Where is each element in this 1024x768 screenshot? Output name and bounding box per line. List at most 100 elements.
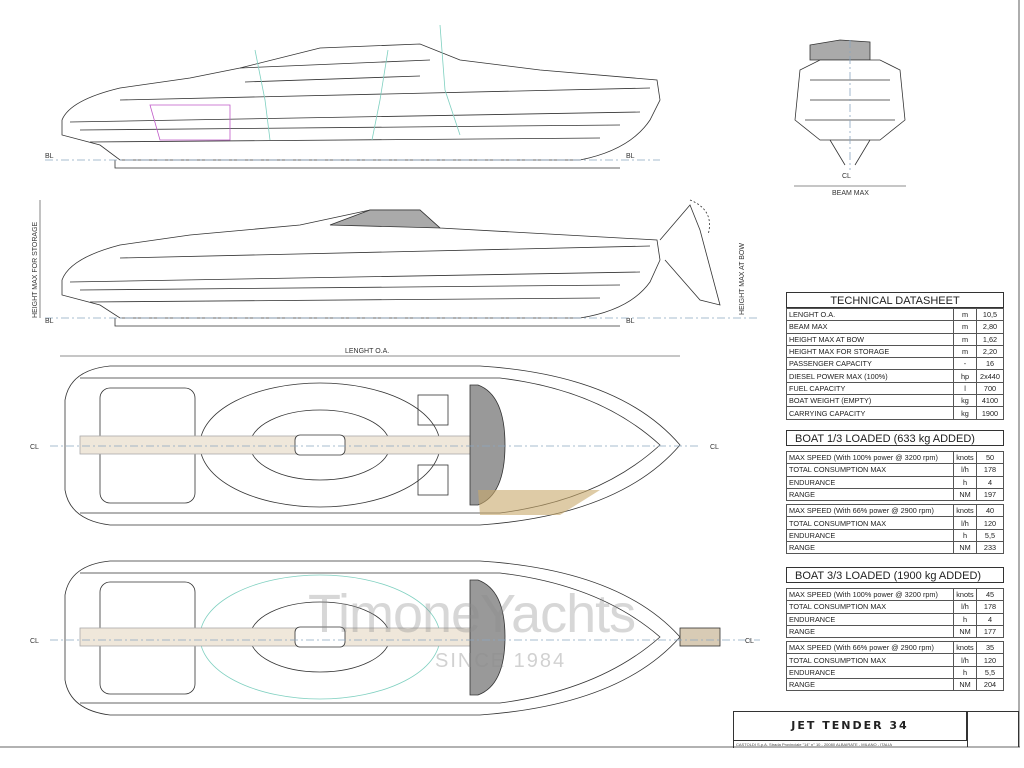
cl-label: CL xyxy=(30,638,39,645)
bl-label: BL xyxy=(45,153,54,160)
row-unit: m xyxy=(953,332,977,346)
row-value: 45 xyxy=(976,587,1004,602)
row-unit: knots xyxy=(953,450,977,465)
row-value: 50 xyxy=(976,450,1004,465)
row-value: 1,62 xyxy=(976,332,1004,346)
row-unit: l/h xyxy=(953,463,977,477)
row-unit: kg xyxy=(953,406,977,420)
length-oa-label: LENGHT O.A. xyxy=(345,348,389,355)
row-unit: kg xyxy=(953,394,977,408)
title-block: JET TENDER 34 xyxy=(733,711,967,741)
row-value: 16 xyxy=(976,357,1004,371)
height-bow-label: HEIGHT MAX AT BOW xyxy=(739,243,746,315)
row-unit: l/h xyxy=(953,516,977,530)
boat-3-3-section: BOAT 3/3 LOADED (1900 kg ADDED) MAX SPEE… xyxy=(786,567,1004,692)
row-label: TOTAL CONSUMPTION MAX xyxy=(786,600,954,614)
row-label: MAX SPEED (With 66% power @ 2900 rpm) xyxy=(786,641,954,655)
title-block-side-cell xyxy=(967,711,1019,747)
row-unit: NM xyxy=(953,541,977,555)
row-unit: l xyxy=(953,381,977,396)
row-unit: h xyxy=(953,665,977,680)
plan-view-2 xyxy=(64,560,721,716)
row-value: 2,80 xyxy=(976,320,1004,334)
cl-label: CL xyxy=(745,638,754,645)
row-unit: knots xyxy=(953,587,977,602)
boat-3-3-reduced-power-table: MAX SPEED (With 66% power @ 2900 rpm)kno… xyxy=(786,641,1004,692)
watermark-since: SINCE 1984 xyxy=(435,650,567,672)
row-value: 5,5 xyxy=(976,528,1004,543)
row-value: 204 xyxy=(976,678,1004,692)
table-row: PASSENGER CAPACITY-16 xyxy=(786,357,1004,371)
row-unit: h xyxy=(953,475,977,489)
row-value: 120 xyxy=(976,653,1004,667)
row-value: 178 xyxy=(976,600,1004,614)
row-label: MAX SPEED (With 100% power @ 3200 rpm) xyxy=(786,450,954,465)
row-value: 2,20 xyxy=(976,344,1004,359)
cl-label: CL xyxy=(842,173,851,180)
row-label: RANGE xyxy=(786,624,954,639)
row-unit: NM xyxy=(953,624,977,639)
height-storage-label: HEIGHT MAX FOR STORAGE xyxy=(32,221,39,318)
row-value: 700 xyxy=(976,381,1004,396)
row-label: LENGHT O.A. xyxy=(786,307,954,322)
drawing-title: JET TENDER 34 xyxy=(791,719,909,732)
side-view-storage xyxy=(61,199,721,327)
row-value: 177 xyxy=(976,624,1004,639)
row-label: ENDURANCE xyxy=(786,475,954,489)
boat-1-3-reduced-power-table: MAX SPEED (With 66% power @ 2900 rpm)kno… xyxy=(786,504,1004,555)
row-label: RANGE xyxy=(786,678,954,692)
bl-label: BL xyxy=(626,153,635,160)
row-value: 120 xyxy=(976,516,1004,530)
plan-view-1 xyxy=(64,365,681,526)
table-row: MAX SPEED (With 100% power @ 3200 rpm)kn… xyxy=(786,587,1004,602)
row-unit: - xyxy=(953,357,977,371)
row-label: TOTAL CONSUMPTION MAX xyxy=(786,463,954,477)
row-label: FUEL CAPACITY xyxy=(786,381,954,396)
side-view-seated xyxy=(61,24,661,169)
row-label: RANGE xyxy=(786,541,954,555)
row-label: PASSENGER CAPACITY xyxy=(786,357,954,371)
bl-label: BL xyxy=(45,318,54,325)
row-label: CARRYING CAPACITY xyxy=(786,406,954,420)
row-label: TOTAL CONSUMPTION MAX xyxy=(786,653,954,667)
boat-1-3-full-power-table: MAX SPEED (With 100% power @ 3200 rpm)kn… xyxy=(786,450,1004,502)
boat-3-3-full-power-table: MAX SPEED (With 100% power @ 3200 rpm)kn… xyxy=(786,587,1004,639)
row-value: 40 xyxy=(976,504,1004,518)
row-value: 10,5 xyxy=(976,307,1004,322)
row-label: DIESEL POWER MAX (100%) xyxy=(786,369,954,383)
row-unit: h xyxy=(953,528,977,543)
row-label: HEIGHT MAX FOR STORAGE xyxy=(786,344,954,359)
row-unit: m xyxy=(953,320,977,334)
row-value: 233 xyxy=(976,541,1004,555)
row-value: 197 xyxy=(976,487,1004,502)
row-label: ENDURANCE xyxy=(786,612,954,626)
table-row: MAX SPEED (With 66% power @ 2900 rpm)kno… xyxy=(786,641,1004,655)
row-value: 4100 xyxy=(976,394,1004,408)
table-row: MAX SPEED (With 100% power @ 3200 rpm)kn… xyxy=(786,450,1004,465)
row-unit: NM xyxy=(953,487,977,502)
row-label: BEAM MAX xyxy=(786,320,954,334)
row-value: 178 xyxy=(976,463,1004,477)
boat-1-3-section: BOAT 1/3 LOADED (633 kg ADDED) MAX SPEED… xyxy=(786,430,1004,555)
cl-label: CL xyxy=(710,444,719,451)
row-value: 35 xyxy=(976,641,1004,655)
